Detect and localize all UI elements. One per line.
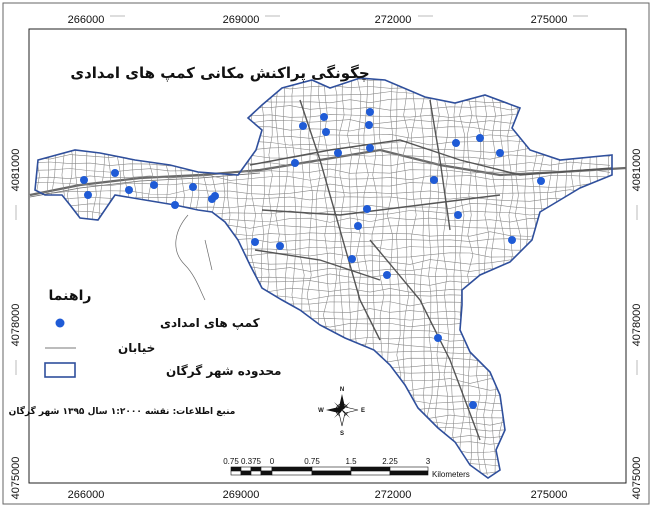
y-tick-left-0: 4081000 [10, 149, 22, 192]
legend-camp-label: کمپ های امدادی [160, 316, 260, 330]
camp-point [365, 121, 373, 129]
street-line [475, 78, 482, 476]
camp-point [211, 192, 219, 200]
camp-point [84, 191, 92, 199]
scale-label-4: 1.5 [345, 457, 357, 466]
source-note: منبع اطلاعات: نقشه ۱:۲۰۰۰ سال ۱۳۹۵ شهر گ… [9, 405, 236, 417]
camp-point [334, 149, 342, 157]
street-line [35, 182, 611, 188]
camp-point [508, 236, 516, 244]
street-line [482, 78, 490, 476]
street-line [35, 175, 611, 181]
main-street [249, 139, 612, 176]
x-tick-bottom-2: 272000 [375, 489, 412, 501]
camp-point [366, 144, 374, 152]
x-tick-bottom-3: 275000 [531, 489, 568, 501]
legend-street-label: خیابان [118, 341, 155, 355]
camp-point [251, 238, 259, 246]
camp-point [125, 186, 133, 194]
scale-bar: 0.75 0.375 0 0.75 1.5 2.25 3 Kilometers [223, 457, 470, 479]
street-line [466, 78, 474, 476]
camp-point [454, 211, 462, 219]
compass-e: E [361, 408, 365, 414]
y-tick-left-1: 4078000 [10, 304, 22, 347]
camp-point [366, 108, 374, 116]
camp-point [496, 149, 504, 157]
scale-label-3: 0.75 [304, 457, 320, 466]
legend: راهنما کمپ های امدادی خیابان محدوده شهر … [44, 288, 281, 379]
scale-unit: Kilometers [432, 470, 470, 479]
scale-label-5: 2.25 [382, 457, 398, 466]
compass-n: N [340, 387, 344, 393]
street-line [442, 78, 449, 476]
main-street [254, 249, 381, 281]
camp-point [189, 183, 197, 191]
camp-point [320, 113, 328, 121]
y-tick-left-2: 4075000 [10, 457, 22, 500]
street-line [434, 78, 441, 476]
camp-point [348, 255, 356, 263]
main-street [261, 194, 501, 216]
x-axis-top: 266000 269000 272000 275000 [68, 14, 588, 26]
main-street [369, 239, 481, 441]
camp-point [354, 222, 362, 230]
scale-label-1: 0.375 [241, 457, 262, 466]
x-tick-bottom-1: 269000 [223, 489, 260, 501]
x-tick-top-3: 275000 [531, 14, 568, 26]
main-street [299, 99, 381, 341]
x-tick-top-2: 272000 [375, 14, 412, 26]
camp-point [322, 128, 330, 136]
street-line [427, 78, 434, 476]
camp-point [430, 176, 438, 184]
camp-point [537, 177, 545, 185]
camp-point [452, 139, 460, 147]
camp-point [80, 176, 88, 184]
x-tick-bottom-0: 266000 [68, 489, 105, 501]
y-axis-right: 4081000 4078000 4075000 [631, 149, 643, 500]
legend-boundary-symbol [44, 362, 76, 378]
scale-label-2: 0 [270, 457, 275, 466]
scale-label-6: 3 [426, 457, 431, 466]
camp-point [150, 181, 158, 189]
y-axis-left: 4081000 4078000 4075000 [10, 149, 22, 500]
camp-point [476, 134, 484, 142]
x-tick-top-1: 269000 [223, 14, 260, 26]
y-tick-right-1: 4078000 [631, 304, 643, 347]
street-line [450, 78, 457, 476]
camp-point [363, 205, 371, 213]
street-line [459, 78, 466, 476]
compass-w: W [318, 408, 324, 414]
compass-s: S [340, 431, 344, 437]
camp-point [111, 169, 119, 177]
camp-point [469, 401, 477, 409]
camp-point [291, 159, 299, 167]
scale-label-0: 0.75 [223, 457, 239, 466]
street-line [35, 189, 611, 195]
street-line [490, 78, 498, 476]
camp-point [434, 334, 442, 342]
camp-point [299, 122, 307, 130]
north-arrow-icon: N S E W [318, 387, 365, 437]
camp-points [80, 108, 545, 409]
y-tick-right-0: 4081000 [631, 149, 643, 192]
map-title: چگونگی پراکنش مکانی کمپ های امدادی [70, 64, 369, 83]
camp-point [171, 201, 179, 209]
camp-point [276, 242, 284, 250]
legend-boundary-label: محدوده شهر گرگان [166, 364, 281, 379]
camp-point [383, 271, 391, 279]
x-axis-bottom: 266000 269000 272000 275000 [68, 489, 568, 501]
legend-heading: راهنما [49, 288, 92, 304]
main-street [429, 99, 451, 231]
x-tick-top-0: 266000 [68, 14, 105, 26]
street-line [419, 78, 426, 476]
legend-camp-symbol [55, 318, 65, 328]
y-tick-right-2: 4075000 [631, 457, 643, 500]
